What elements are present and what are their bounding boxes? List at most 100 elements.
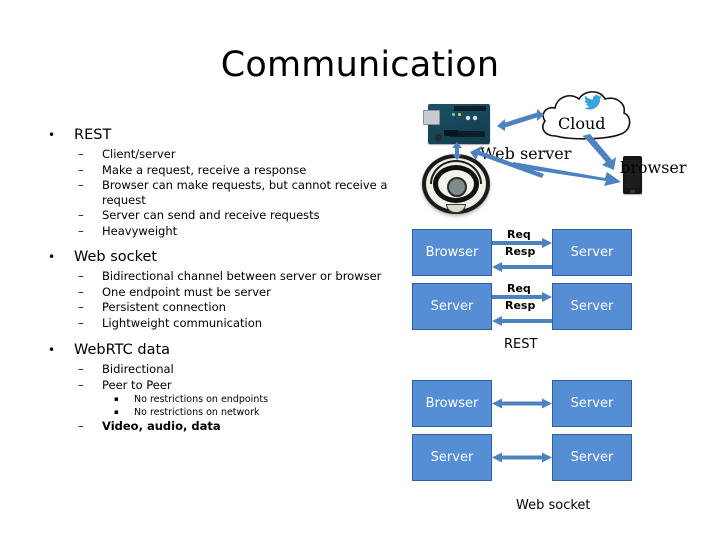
outline-subitem: – Client/server — [38, 147, 408, 162]
outline-subitem-label: Server can send and receive requests — [102, 208, 320, 222]
dash-glyph: – — [78, 162, 84, 177]
roomba-robot-icon — [422, 154, 490, 214]
outline-item-websocket: • Web socket — [38, 247, 408, 267]
outline-subitem-label: Make a request, receive a response — [102, 162, 307, 177]
outline-item-rest: • REST — [38, 125, 408, 145]
twitter-bird-icon — [584, 95, 602, 110]
robot-hub — [447, 177, 467, 197]
outline-label-webrtc: WebRTC data — [74, 342, 171, 358]
dash-glyph: – — [78, 178, 84, 192]
arrow-cloud-to-phone — [580, 134, 620, 170]
bullet-glyph: • — [48, 250, 56, 264]
outline-label-rest: REST — [74, 127, 112, 143]
square-bullet-glyph: ▪ — [114, 395, 119, 403]
spacer — [38, 331, 408, 340]
dash-glyph: – — [78, 223, 84, 238]
dash-glyph: – — [78, 377, 84, 392]
ws-block-server-2: Server — [412, 434, 492, 481]
dash-glyph: – — [78, 147, 84, 161]
outline-subitem: – Make a request, receive a response — [38, 163, 408, 178]
outline-subsubitem-label: No restrictions on network — [134, 407, 260, 418]
header-bottom — [449, 131, 485, 137]
outline-subitem-label: Lightweight communication — [102, 315, 263, 330]
outline-subitem: – Bidirectional channel between server o… — [38, 269, 408, 284]
arrow-arduino-to-cloud — [490, 106, 544, 134]
outline-subitem-label: Browser can make requests, but cannot re… — [102, 178, 388, 207]
arrow-arduino-to-roomba — [450, 142, 464, 160]
dash-glyph: – — [78, 284, 84, 299]
cloud-label: Cloud — [558, 114, 606, 133]
phone-home-button — [630, 190, 635, 193]
dash-glyph: – — [78, 419, 84, 433]
outline-subitem-label: Bidirectional channel between server or … — [102, 269, 382, 283]
ws-block-label: Server — [430, 450, 474, 465]
capacitor — [435, 134, 442, 141]
outline-subitem: – Lightweight communication — [38, 316, 408, 331]
dash-glyph: – — [78, 269, 84, 283]
ws-block-server-3: Server — [552, 434, 632, 481]
outline-subitem: – Browser can make requests, but cannot … — [38, 178, 408, 207]
outline-subitem-label: One endpoint must be server — [102, 284, 271, 299]
outline-subitem: – Persistent connection — [38, 300, 408, 315]
outline-subsubitem: ▪ No restrictions on network — [38, 406, 408, 419]
outline-subitem: – One endpoint must be server — [38, 285, 408, 300]
ws-block-server-1: Server — [552, 380, 632, 427]
architecture-illustration: Cloud Web server browser — [408, 86, 720, 218]
page-title: Communication — [220, 45, 500, 85]
outline-subitem: – Heavyweight — [38, 224, 408, 239]
ws-arrow-bidirectional-row1 — [492, 398, 552, 409]
websocket-diagram-caption: Web socket — [516, 498, 591, 513]
bullet-glyph: • — [48, 343, 56, 357]
browser-label: browser — [620, 158, 687, 177]
rest-arrow-request-row2 — [492, 292, 552, 302]
rest-arrow-response-row1 — [492, 262, 552, 272]
rest-label-req-row2: Req — [505, 282, 533, 295]
rest-arrow-request-row1 — [492, 238, 552, 248]
outline-subsubitem: ▪ No restrictions on endpoints — [38, 393, 408, 406]
rest-diagram-caption: REST — [504, 337, 538, 352]
arrow-webserver-to-browser — [513, 158, 621, 186]
dash-glyph: – — [78, 300, 84, 314]
cloud-icon — [536, 88, 636, 144]
rest-arrow-response-row2 — [492, 316, 552, 326]
usb-port — [423, 110, 440, 125]
outline-subitem: – Video, audio, data — [38, 419, 408, 434]
outline-subitem-label: Bidirectional — [102, 362, 174, 376]
ws-block-browser: Browser — [412, 380, 492, 427]
chip — [444, 130, 458, 136]
spacer — [38, 239, 408, 247]
rest-label-resp-row1: Resp — [503, 245, 538, 258]
outline-subitem-label: Client/server — [102, 147, 176, 161]
outline-subitem: – Peer to Peer — [38, 378, 408, 393]
arduino-board-icon — [423, 104, 490, 144]
web-server-label: Web server — [480, 144, 572, 163]
outline-subitem-label: Heavyweight — [102, 223, 178, 238]
outline-subitem: – Bidirectional — [38, 362, 408, 377]
rest-block-label: Browser — [425, 245, 479, 260]
rest-block-label: Server — [430, 299, 474, 314]
ws-arrow-bidirectional-row2 — [492, 452, 552, 463]
rest-block-server-2: Server — [412, 283, 492, 330]
phone-icon — [623, 156, 642, 194]
ws-block-label: Server — [570, 396, 614, 411]
outline-subitem-label: Peer to Peer — [102, 377, 172, 392]
bullet-outline: • REST – Client/server – Make a request,… — [38, 125, 408, 435]
rest-label-resp-row2: Resp — [503, 299, 538, 312]
dash-glyph: – — [78, 208, 84, 222]
outline-subsubitem-label: No restrictions on endpoints — [134, 394, 269, 405]
led-green — [452, 113, 455, 116]
phone-screen — [625, 160, 640, 188]
outline-subitem-label: Persistent connection — [102, 300, 226, 314]
outline-item-webrtc: • WebRTC data — [38, 340, 408, 360]
arrow-cloud-to-webserver — [470, 144, 546, 178]
rest-block-label: Server — [570, 299, 614, 314]
rest-block-server-3: Server — [552, 283, 632, 330]
ws-block-label: Server — [570, 450, 614, 465]
led-yellow — [458, 113, 461, 116]
ws-block-label: Browser — [425, 396, 479, 411]
outline-label-websocket: Web socket — [74, 249, 158, 265]
arduino-logo — [465, 114, 478, 123]
rest-block-browser: Browser — [412, 229, 492, 276]
rest-block-label: Server — [570, 245, 614, 260]
dash-glyph: – — [78, 315, 84, 330]
